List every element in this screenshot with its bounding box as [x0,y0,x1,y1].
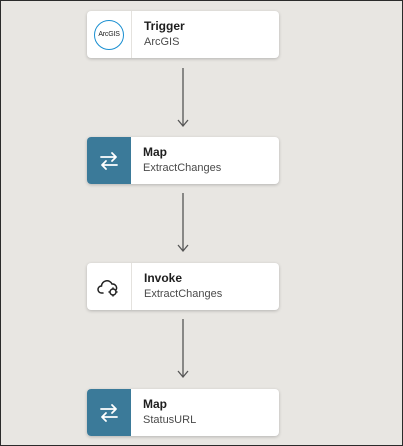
swap-arrows-icon [100,403,118,422]
node-subtitle: ExtractChanges [144,288,223,300]
map-icon-box [87,389,131,436]
connector-arrow [177,193,189,253]
invoke-icon-box [87,263,132,310]
node-title: Trigger [144,19,185,33]
connector-arrow [177,319,189,379]
invoke-node[interactable]: Invoke ExtractChanges [87,263,279,310]
trigger-icon-box: ArcGIS [87,11,132,58]
swap-arrows-icon [100,151,118,170]
node-subtitle: ExtractChanges [143,162,222,174]
connector-arrow [177,68,189,128]
node-subtitle: StatusURL [143,414,197,426]
node-title: Map [143,145,167,159]
arcgis-logo-text: ArcGIS [98,31,120,38]
trigger-node[interactable]: ArcGIS Trigger ArcGIS [87,11,279,58]
cloud-invoke-icon [97,279,118,297]
map-node-extract-changes[interactable]: Map ExtractChanges [87,137,279,184]
node-title: Map [143,397,167,411]
node-title: Invoke [144,271,183,285]
map-node-status-url[interactable]: Map StatusURL [87,389,279,436]
arcgis-logo-icon: ArcGIS [94,19,124,50]
node-subtitle: ArcGIS [144,36,180,48]
map-icon-box [87,137,131,184]
